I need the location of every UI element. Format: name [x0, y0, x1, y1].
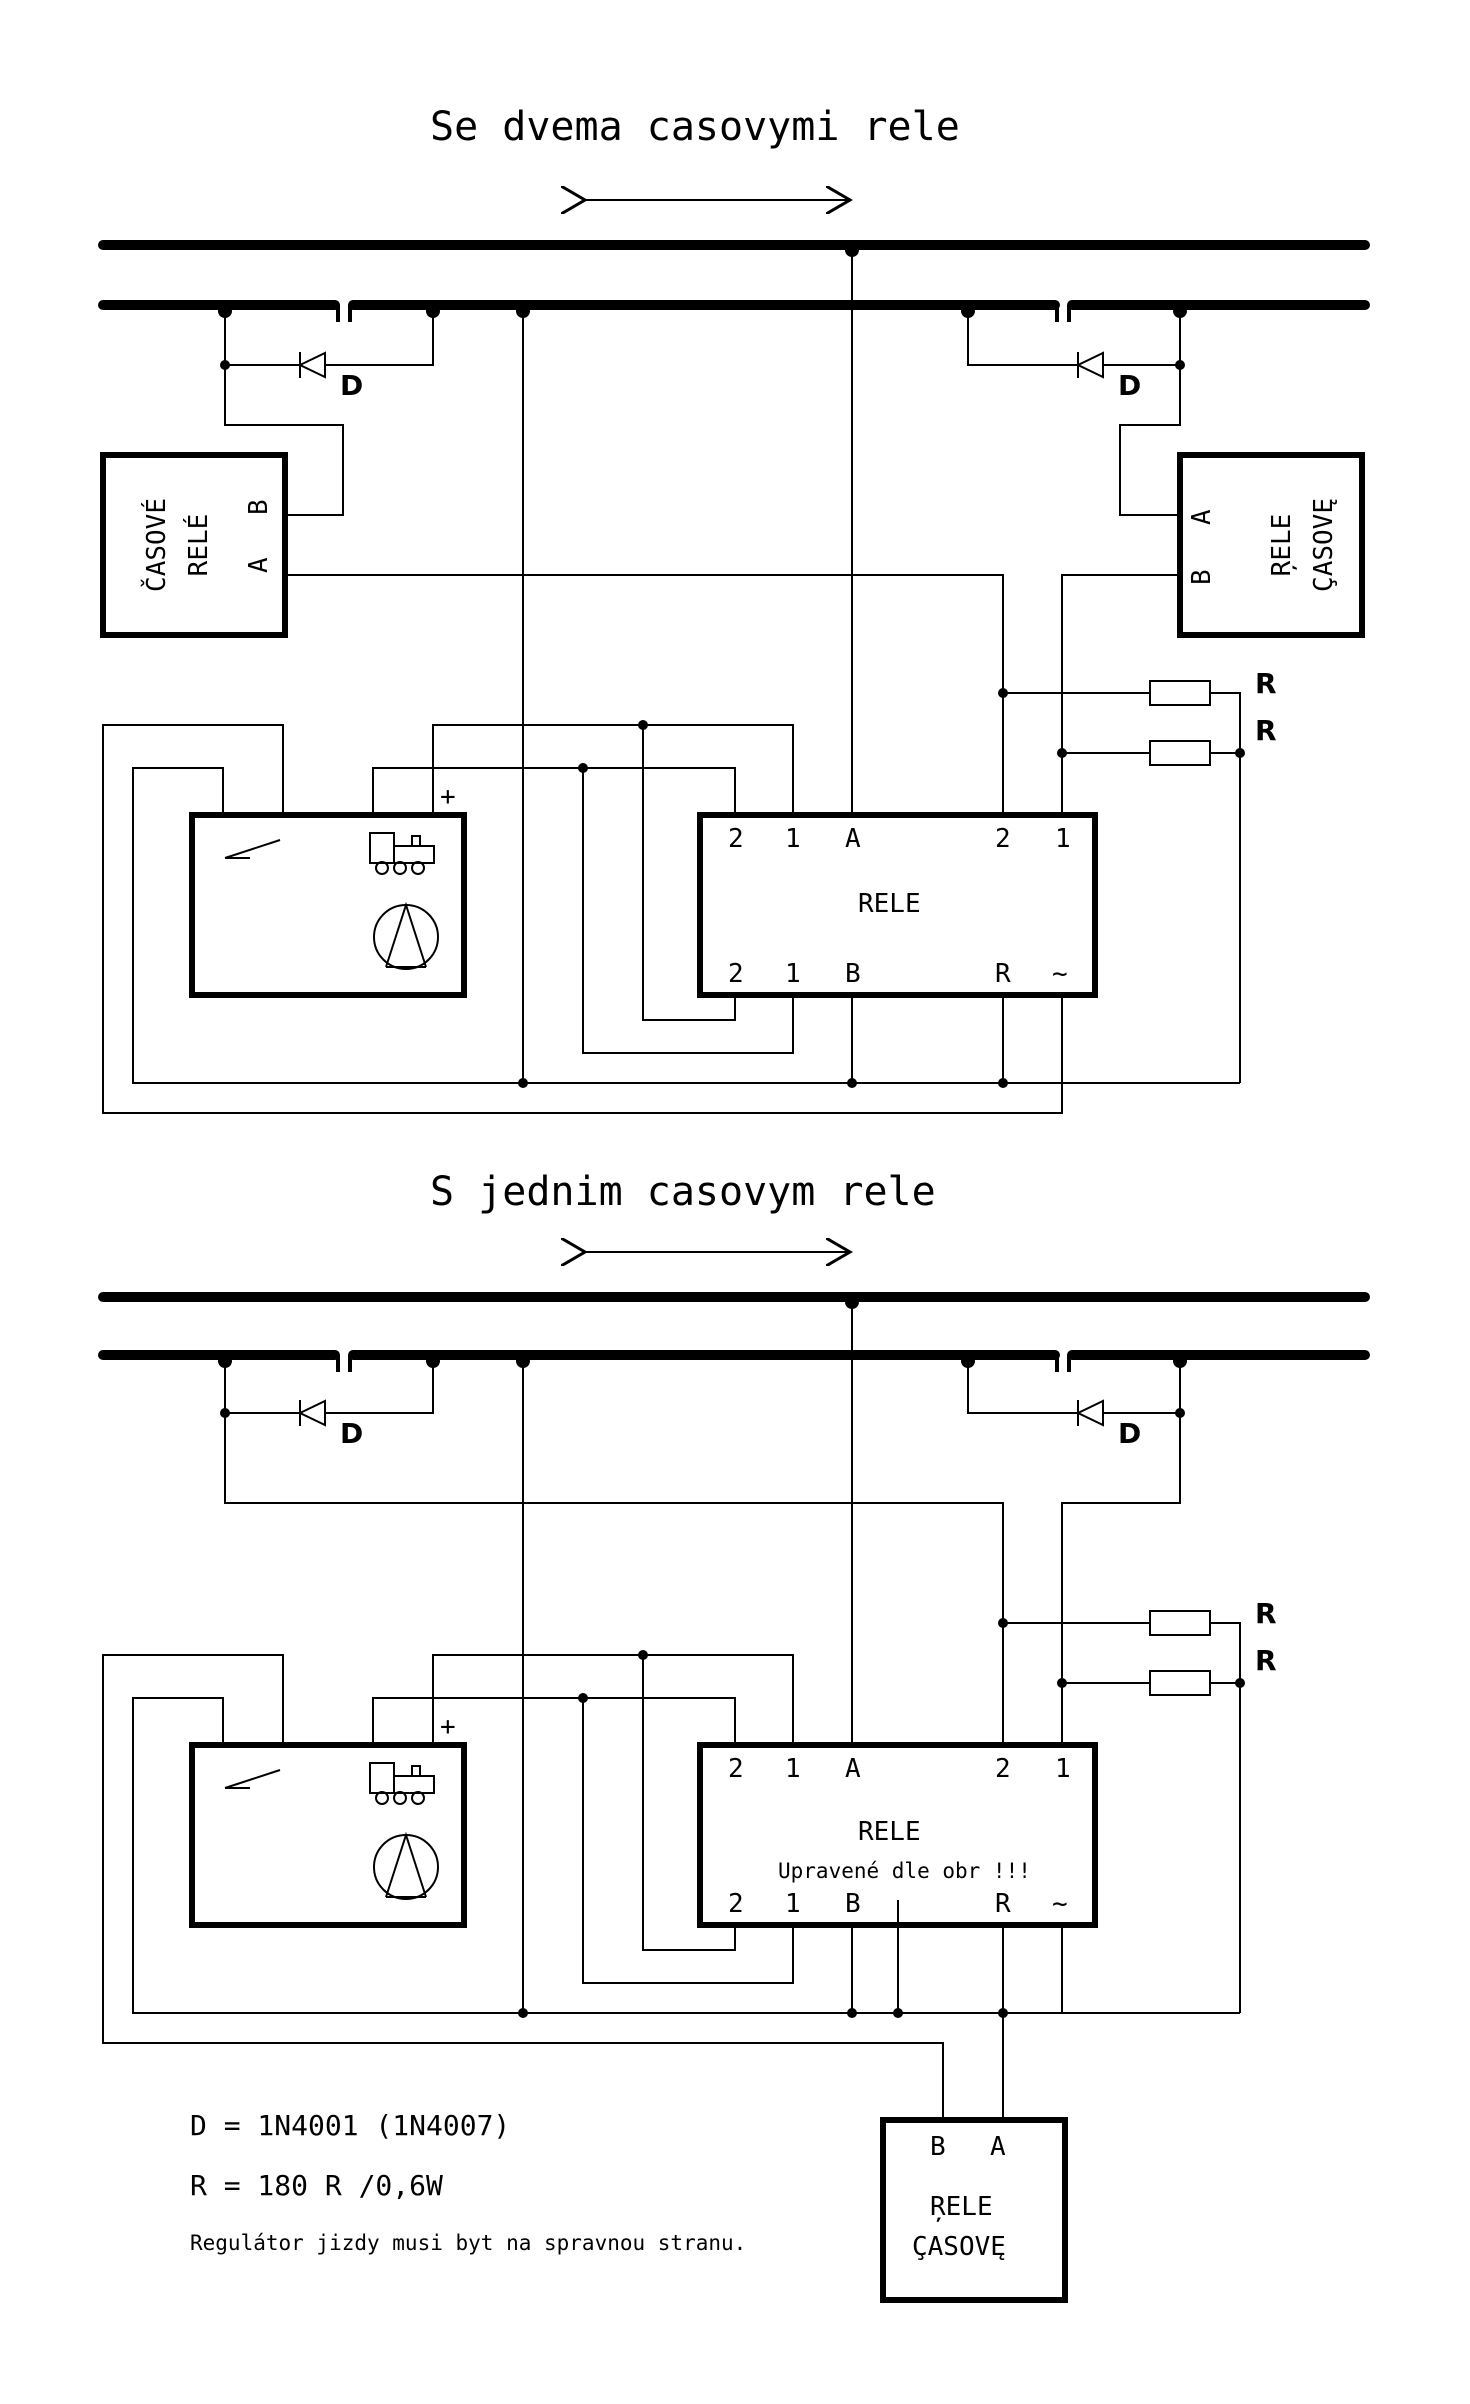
- timer-relay: B A ŖELE ÇASOVĘ: [880, 2117, 1068, 2303]
- timer-pin-b: B: [1187, 569, 1217, 585]
- relay-top-pins: 2 1 A 2 1: [728, 1754, 1071, 1784]
- relay-top-pins: 2 1 A 2 1: [728, 824, 1071, 854]
- pin-label: 1: [785, 824, 801, 854]
- pin-label: R: [995, 1889, 1011, 1919]
- timer-label: RELÉ: [182, 514, 214, 577]
- timer-pin-b: B: [244, 499, 274, 515]
- inner-rail-sections: [98, 1350, 1370, 1372]
- timer-pin-a: A: [1187, 509, 1217, 525]
- relay-bottom-pins: 2 1 B R ~: [728, 959, 1068, 989]
- timer-label: ÇASOVĘ: [1309, 498, 1339, 592]
- main-relay: 2 1 A 2 1 RELE 2 1 B R ~: [697, 812, 1098, 998]
- diode-label: D: [1118, 369, 1141, 402]
- pin-label: 2: [728, 1754, 744, 1784]
- timer-pin-b: B: [930, 2132, 946, 2162]
- timer-label: ŖELE: [930, 2192, 993, 2222]
- timer-label: ČASOVÉ: [140, 498, 172, 592]
- left-timer-relay: ČASOVÉ RELÉ A B: [100, 365, 1004, 810]
- right-diode: D: [967, 311, 1185, 402]
- diode-note: D = 1N4001 (1N4007): [190, 2109, 510, 2142]
- pin-label: ~: [1052, 1889, 1068, 1919]
- relay-bottom-pins: 2 1 B R ~: [728, 1889, 1068, 1919]
- pin-label: 2: [728, 1889, 744, 1919]
- left-diode: D: [220, 1361, 434, 1450]
- left-diode: D: [220, 311, 434, 402]
- diode-label: D: [1118, 1417, 1141, 1450]
- pin-label: 1: [1055, 1754, 1071, 1784]
- timer-pin-a: A: [244, 557, 274, 573]
- diode-label: D: [340, 1417, 363, 1450]
- diode-wiring: [224, 1413, 1181, 1740]
- transformer-icon: [373, 901, 439, 970]
- diagram1-title: Se dvema casovymi rele: [430, 104, 960, 150]
- pin-label: 2: [728, 824, 744, 854]
- timer-label: ŖELE: [1267, 514, 1297, 577]
- pin-label: A: [845, 824, 861, 854]
- pin-label: B: [845, 1889, 861, 1919]
- main-relay: 2 1 A 2 1 RELE Upravené dle obr !!! 2 1 …: [697, 1742, 1098, 1928]
- right-timer-relay: ŖELE ÇASOVĘ B A: [1061, 365, 1365, 810]
- pin-label: 1: [1055, 824, 1071, 854]
- relay-label: RELE: [858, 889, 921, 919]
- resistor-label: R: [1255, 1644, 1277, 1677]
- resistors: R R: [998, 1597, 1277, 2013]
- train-controller: +: [189, 1712, 467, 1928]
- plus-sign: +: [440, 782, 456, 812]
- train-controller: +: [189, 782, 467, 998]
- pin-label: 2: [995, 824, 1011, 854]
- inner-rail-sections: [98, 300, 1370, 322]
- pin-label: ~: [1052, 959, 1068, 989]
- timer-label: ÇASOVĘ: [912, 2232, 1006, 2262]
- pin-label: A: [845, 1754, 861, 1784]
- diagram-two-timers: Se dvema casovymi rele: [98, 104, 1370, 1114]
- plus-sign: +: [440, 1712, 456, 1742]
- pin-label: 2: [995, 1754, 1011, 1784]
- diode-label: D: [340, 369, 363, 402]
- regulator-note: Regulátor jizdy musi byt na spravnou str…: [190, 2231, 746, 2255]
- diagram2-title: S jednim casovym rele: [430, 1169, 936, 1215]
- pin-label: 1: [785, 1754, 801, 1784]
- timer-pin-a: A: [990, 2132, 1006, 2162]
- diagram-one-timer: S jednim casovym rele: [98, 1169, 1370, 2303]
- resistor-label: R: [1255, 714, 1277, 747]
- wiring: [102, 1302, 1240, 2120]
- pin-label: B: [845, 959, 861, 989]
- locomotive-icon: [369, 832, 435, 875]
- pin-label: R: [995, 959, 1011, 989]
- resistors: R R: [998, 667, 1277, 1083]
- wiring: [102, 250, 1240, 1114]
- transformer-icon: [373, 1831, 439, 1900]
- pin-label: 1: [785, 959, 801, 989]
- resistor-note: R = 180 R /0,6W: [190, 2169, 443, 2202]
- resistor-label: R: [1255, 667, 1277, 700]
- relay-note: Upravené dle obr !!!: [778, 1859, 1031, 1883]
- relay-label: RELE: [858, 1817, 921, 1847]
- component-notes: D = 1N4001 (1N4007) R = 180 R /0,6W Regu…: [190, 2109, 746, 2255]
- pin-label: 1: [785, 1889, 801, 1919]
- right-diode: D: [967, 1361, 1185, 1450]
- pin-label: 2: [728, 959, 744, 989]
- locomotive-icon: [369, 1762, 435, 1805]
- resistor-label: R: [1255, 1597, 1277, 1630]
